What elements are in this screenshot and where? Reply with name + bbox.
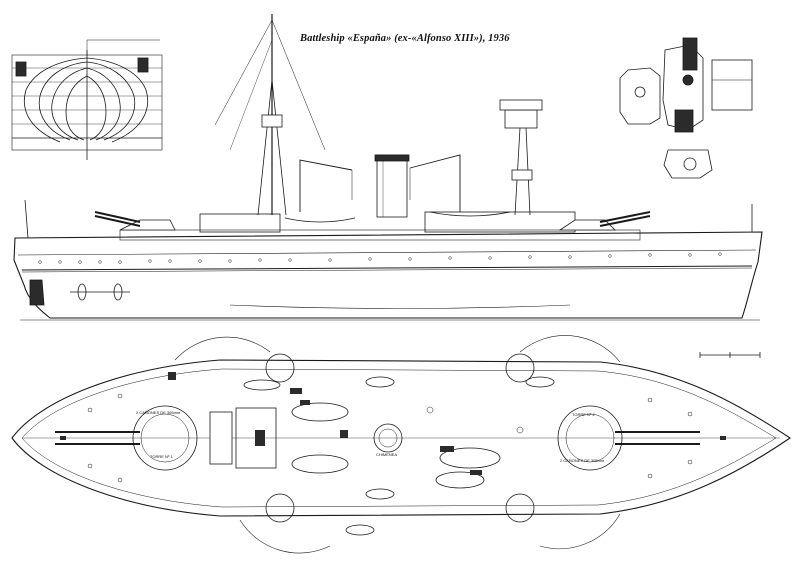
label-turret-fwd: TORRE Nº 1 xyxy=(150,454,174,459)
ship-profile xyxy=(13,14,763,358)
label-guns-fwd: 2 CAÑONES DE 305mm xyxy=(136,410,181,415)
funnel-plan xyxy=(373,423,403,453)
label-guns-aft: 2 CAÑONES DE 305mm xyxy=(560,458,605,463)
hull-outline xyxy=(13,231,763,319)
deck-outline xyxy=(11,359,791,517)
boats xyxy=(243,376,555,536)
body-plan xyxy=(11,39,163,160)
portholes xyxy=(38,252,722,264)
label-turret-aft: TORRE Nº 2 xyxy=(572,412,596,417)
turret-1 xyxy=(132,405,198,471)
drawing-title: Battleship «España» (ex-«Alfonso XIII»),… xyxy=(300,33,510,44)
deck-plan xyxy=(11,335,791,554)
label-chimney: CHIMENEA xyxy=(376,452,397,457)
turret-2 xyxy=(557,405,623,471)
funnel xyxy=(376,154,408,218)
turret-detail xyxy=(619,37,753,179)
